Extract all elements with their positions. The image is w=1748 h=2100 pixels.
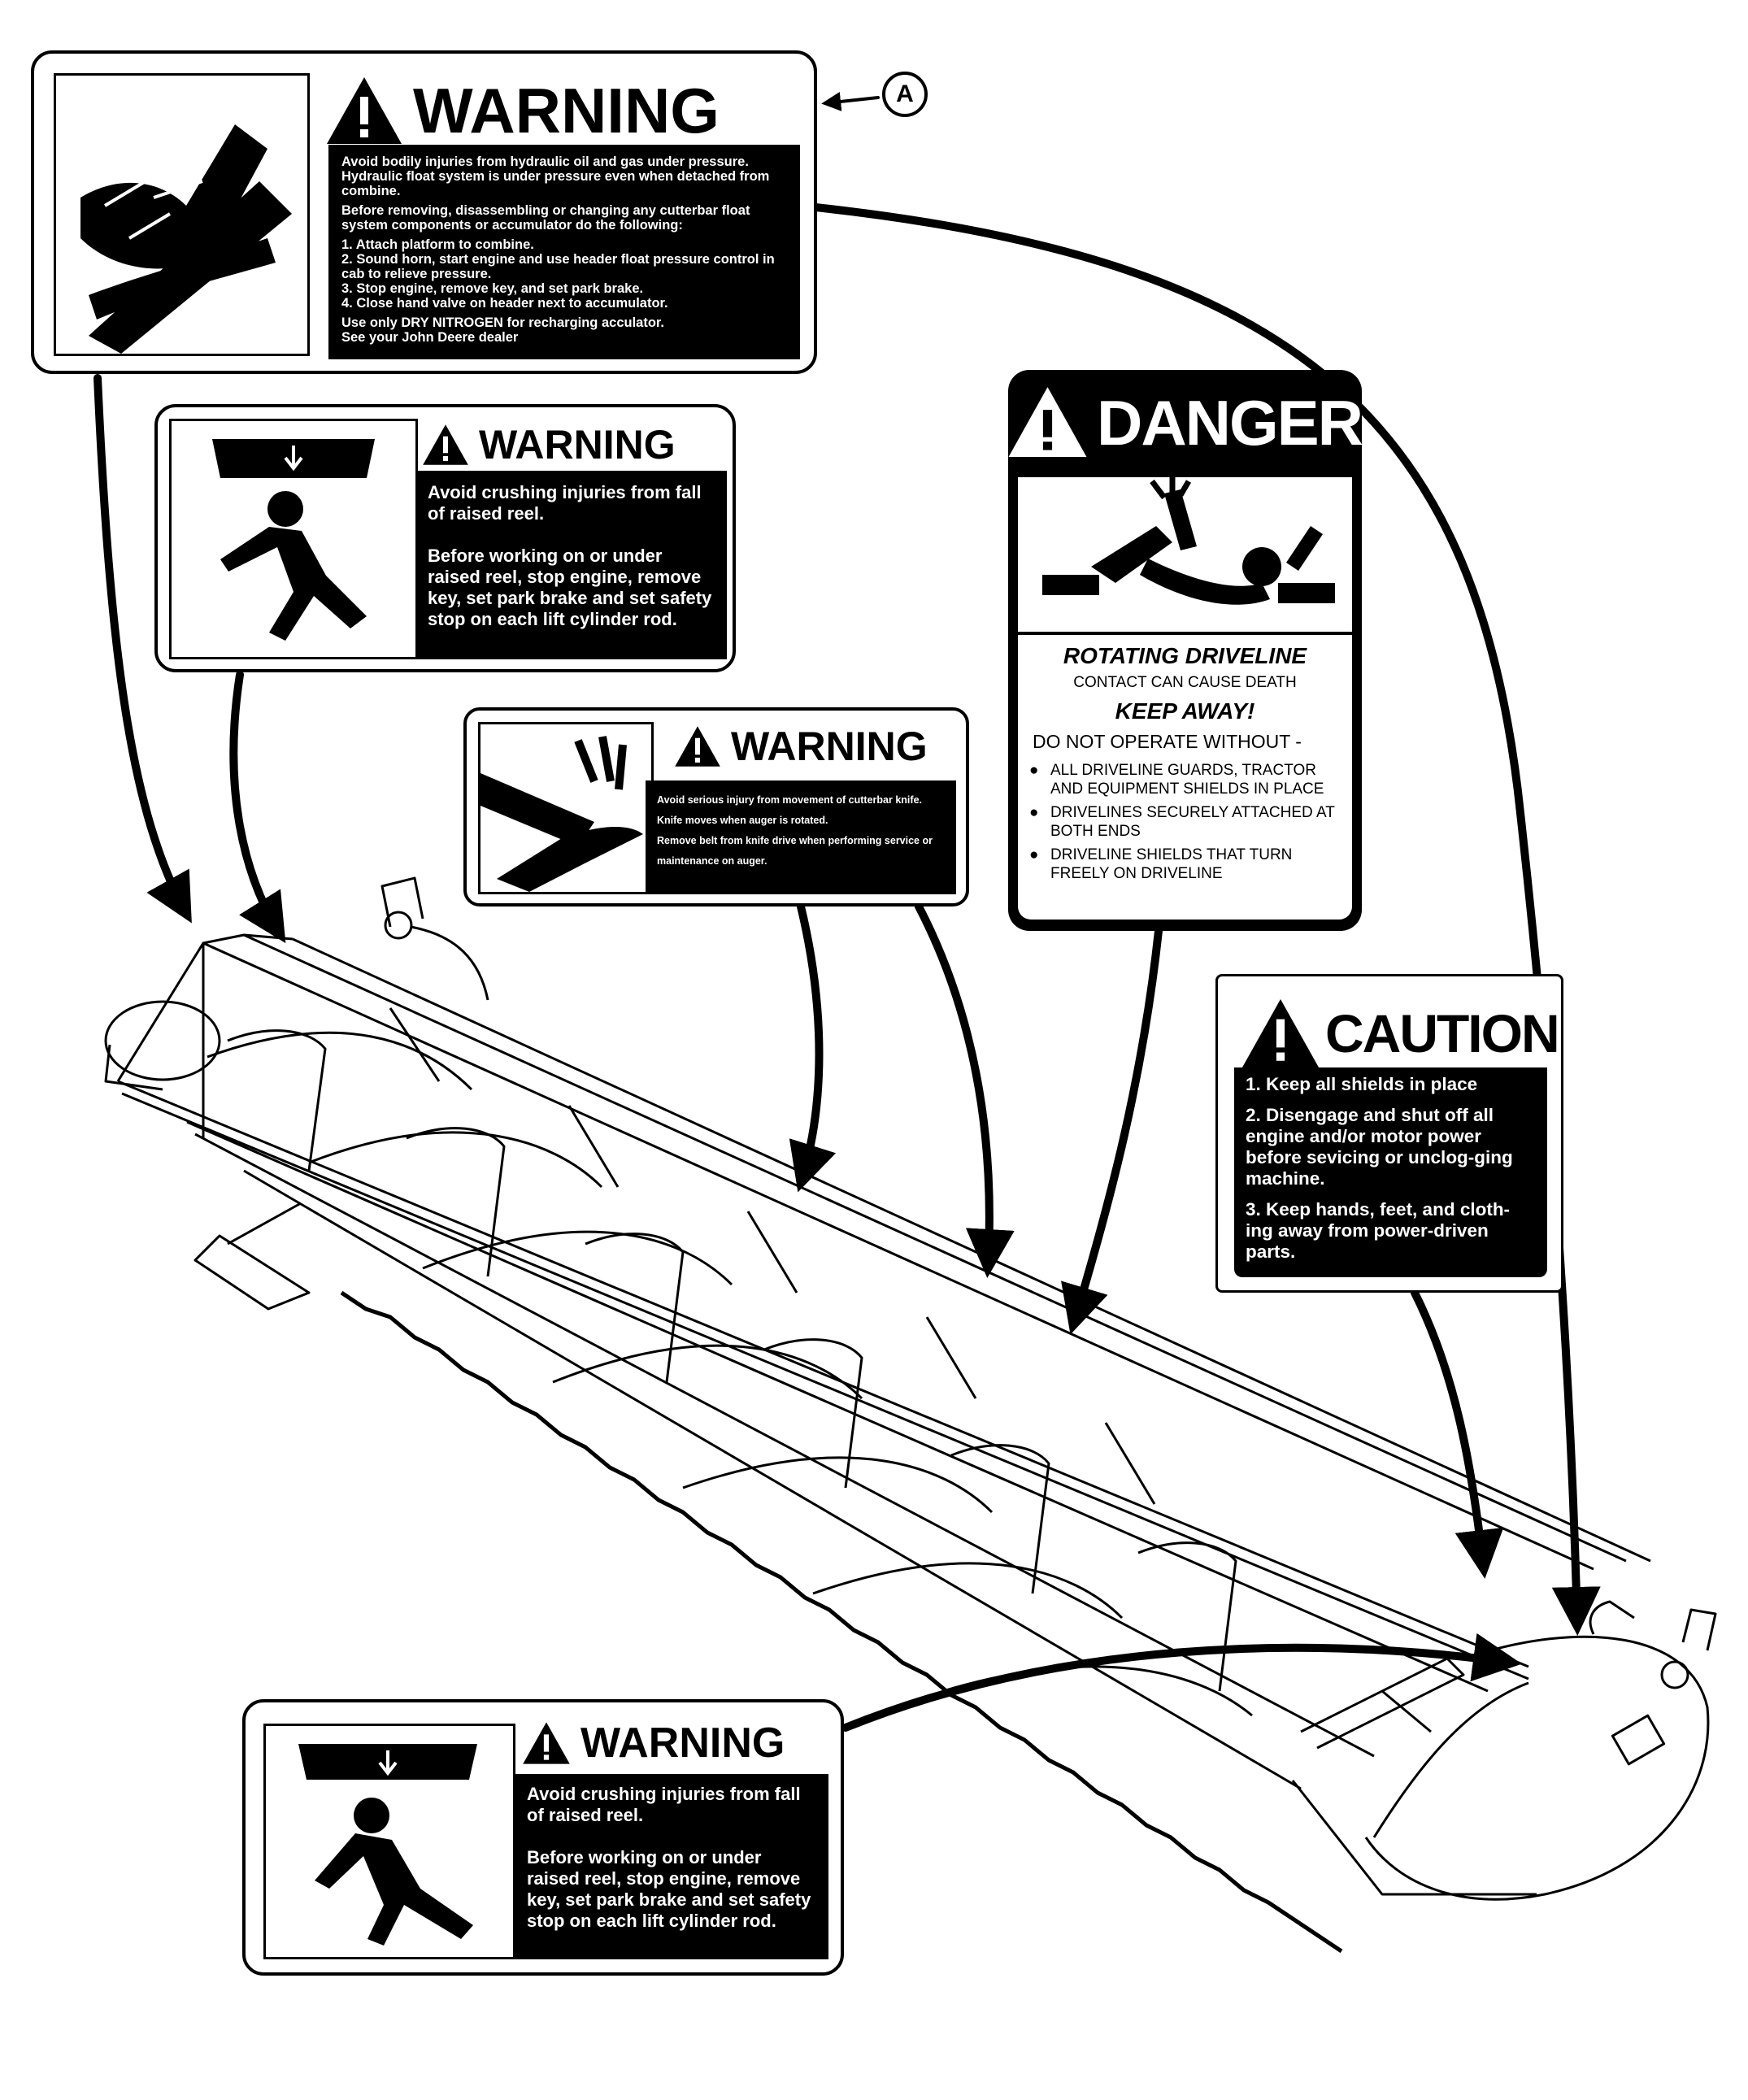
decal-knife-header: WARNING <box>674 722 928 771</box>
decal-caution: CAUTION 1. Keep all shields in place 2. … <box>1215 974 1563 1293</box>
decal-knife-signal-word: WARNING <box>731 724 928 769</box>
decal-danger-bullet-1: ● ALL DRIVELINE GUARDS, TRACTOR AND EQUI… <box>1029 761 1341 798</box>
decal-a-footer-2: See your John Deere dealer <box>341 330 519 345</box>
decal-reel-bottom-header: WARNING <box>522 1717 785 1769</box>
warning-triangle-icon <box>675 726 720 767</box>
decal-a-step-1: 1. Attach platform to combine. <box>341 237 534 252</box>
decal-reel-bottom-line-2: Before working on or under raised reel, … <box>527 1847 811 1931</box>
arrow-knife-2 <box>915 902 1015 1278</box>
decal-danger-bullet-3-text: DRIVELINE SHIELDS THAT TURN FREELY ON DR… <box>1050 846 1293 882</box>
decal-reel-top-line-1: Avoid crushing injuries from fall of rai… <box>428 482 702 524</box>
decal-danger-do-not: DO NOT OPERATE WITHOUT - <box>1033 731 1302 752</box>
decal-reel-warning-bottom: WARNING Avoid crushing injuries from fal… <box>242 1699 844 1976</box>
decal-danger-keep-away: KEEP AWAY! <box>1115 698 1255 724</box>
decal-caution-header: CAUTION <box>1239 999 1560 1067</box>
decal-reel-bottom-message: Avoid crushing injuries from fall of rai… <box>515 1774 828 1959</box>
decal-danger-header: DANGER <box>1008 370 1363 476</box>
decal-hydraulic-warning: WARNING Avoid bodily injuries from hydra… <box>31 50 817 374</box>
decal-a-para-2: Before removing, disassembling or changi… <box>341 203 750 233</box>
decal-reel-bottom-line-1: Avoid crushing injuries from fall of rai… <box>527 1784 801 1825</box>
decal-danger-bullet-1-text: ALL DRIVELINE GUARDS, TRACTOR AND EQUIPM… <box>1050 762 1324 798</box>
falling-reel-person-icon <box>263 1724 515 1959</box>
driveline-entanglement-icon <box>1018 477 1352 632</box>
danger-triangle-icon <box>1008 387 1087 457</box>
decal-a-step-4: 4. Close hand valve on header next to ac… <box>341 296 668 311</box>
decal-danger-title: ROTATING DRIVELINE <box>1063 643 1307 668</box>
falling-reel-person-icon <box>169 419 418 659</box>
arrow-decal-a-left <box>93 374 192 924</box>
decal-reel-top-header: WARNING <box>422 420 676 469</box>
decal-a-signal-word: WARNING <box>413 74 720 146</box>
bullet-icon: ● <box>1029 846 1039 863</box>
decal-caution-item-1: 1. Keep all shields in place <box>1246 1074 1478 1094</box>
decal-danger-bullet-2: ● DRIVELINES SECURELY ATTACHED AT BOTH E… <box>1029 803 1341 841</box>
arrow-knife-1 <box>789 902 837 1193</box>
caution-triangle-icon <box>1241 999 1320 1067</box>
decal-knife-warning: WARNING Avoid serious injury from moveme… <box>463 707 969 907</box>
decal-driveline-danger: DANGER ROTATING DRIVELINE CONTACT CAN CA… <box>1008 370 1363 931</box>
decal-reel-warning-top: WARNING Avoid crushing injuries from fal… <box>154 404 736 672</box>
arrow-danger <box>1061 927 1163 1335</box>
decal-a-step-3: 3. Stop engine, remove key, and set park… <box>341 281 644 296</box>
decal-caution-signal-word: CAUTION <box>1325 1003 1560 1063</box>
decal-knife-line-2: Knife moves when auger is rotated. <box>657 815 828 826</box>
decal-reel-top-line-2: Before working on or under raised reel, … <box>428 546 712 629</box>
knife-hand-icon <box>478 722 654 894</box>
warning-triangle-icon <box>423 424 468 465</box>
decal-a-footer-1: Use only DRY NITROGEN for recharging acc… <box>341 315 665 330</box>
decal-reel-top-signal-word: WARNING <box>479 422 676 467</box>
decal-caution-item-2: 2. Disengage and shut off all engine and… <box>1246 1105 1513 1189</box>
warning-triangle-icon <box>327 77 402 144</box>
callout-a-letter: A <box>896 80 914 107</box>
bullet-icon: ● <box>1029 804 1039 821</box>
arrow-reel-bottom <box>841 1633 1522 1732</box>
decal-reel-bottom-signal-word: WARNING <box>580 1720 785 1767</box>
arrow-callout-a <box>821 92 880 111</box>
decal-a-para-1: Avoid bodily injuries from hydraulic oil… <box>341 154 770 198</box>
decal-knife-message: Avoid serious injury from movement of cu… <box>646 780 956 894</box>
decal-danger-signal-word: DANGER <box>1096 386 1363 459</box>
decal-a-step-2: 2. Sound horn, start engine and use head… <box>341 252 775 281</box>
decal-a-message: Avoid bodily injuries from hydraulic oil… <box>328 145 800 359</box>
decal-knife-line-1: Avoid serious injury from movement of cu… <box>657 794 922 806</box>
decal-reel-top-message: Avoid crushing injuries from fall of rai… <box>416 471 727 659</box>
warning-triangle-icon <box>523 1722 570 1764</box>
decal-knife-line-3: Remove belt from knife drive when perfor… <box>657 835 933 867</box>
arrow-caution <box>1411 1289 1504 1579</box>
decal-danger-bullet-3: ● DRIVELINE SHIELDS THAT TURN FREELY ON … <box>1029 846 1341 883</box>
decal-danger-body: ROTATING DRIVELINE CONTACT CAN CAUSE DEA… <box>1018 635 1352 920</box>
label-location-arrows <box>93 92 1601 1732</box>
decal-caution-message: 1. Keep all shields in place 2. Disengag… <box>1234 1067 1547 1277</box>
bullet-icon: ● <box>1029 762 1039 779</box>
arrow-reel-top <box>229 671 286 944</box>
decal-danger-subtitle: CONTACT CAN CAUSE DEATH <box>1073 674 1297 691</box>
hydraulic-pressure-hand-icon <box>54 73 310 356</box>
decal-a-header: WARNING <box>325 65 720 156</box>
decal-caution-item-3: 3. Keep hands, feet, and cloth-ing away … <box>1246 1199 1511 1262</box>
arrow-decal-a-right <box>811 203 1601 1636</box>
callout-a-badge: A <box>882 72 928 117</box>
decal-danger-bullet-2-text: DRIVELINES SECURELY ATTACHED AT BOTH END… <box>1050 804 1335 840</box>
